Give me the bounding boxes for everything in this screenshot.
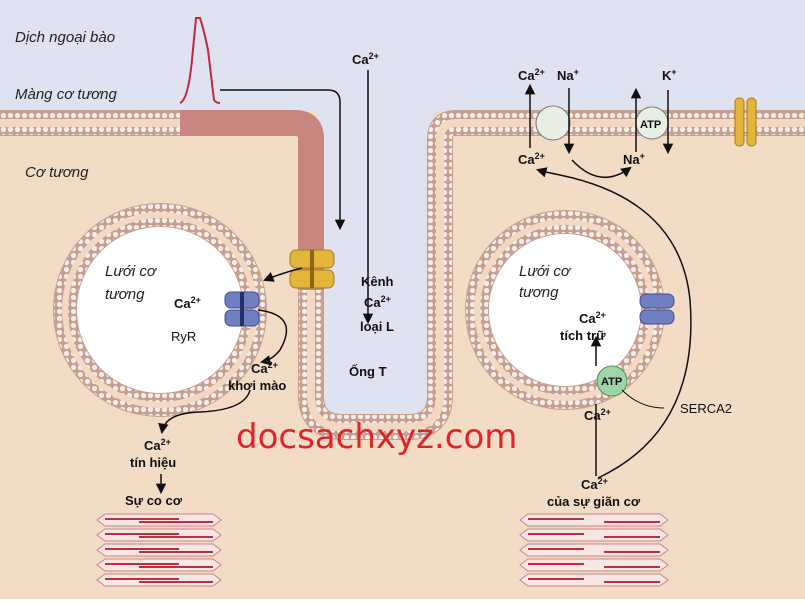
myofilaments-relaxed [519,513,669,587]
right-sr-title-2: tương [519,284,559,301]
ca-influx-label: Ca2+ [352,51,379,67]
na-ca-exchanger [535,105,571,141]
stored-label: tích trữ [560,328,606,343]
right-sarcoplasmic-reticulum [465,210,665,410]
action-potential-trace [179,17,221,104]
t-tubule-label: Ống T [349,364,387,379]
action-potential-arrow [220,89,346,231]
trigger-label: khơi mào [228,378,286,393]
channel-label-1: Kênh [361,274,394,289]
membrane-channel-right [734,97,757,147]
serca-label-line [621,389,665,409]
ryr-channel [224,291,260,327]
right-sr-title-1: Lưới cơ [519,263,572,280]
exchanger-na-in-label: Na+ [557,67,579,83]
extracellular-label: Dịch ngoại bào [15,29,115,46]
depolarized-membrane [180,110,324,290]
signal-ca-label: Ca2+ [144,437,171,453]
relaxation-ca-label: Ca2+ [581,476,608,492]
serca-atp-label: ATP [601,376,622,388]
signal-label: tín hiệu [130,455,176,470]
l-type-calcium-channel [289,249,335,289]
serca-ca-label: Ca2+ [584,407,611,423]
channel-label-2: Ca2+ [364,294,391,310]
relaxation-to-exchanger-arrow [535,167,692,479]
ryr-label: RyR [171,329,196,344]
na-recycle-arrow [571,159,632,179]
serca2-pump [596,365,628,397]
t-tubule-lumen [318,112,433,420]
exchanger-ca-out-label: Ca2+ [518,67,545,83]
relaxation-label: của sự giãn cơ [547,494,641,509]
exchanger-ca-cyto-label: Ca2+ [518,151,545,167]
channel-label-3: loại L [360,319,394,334]
pump-na-label: Na+ [623,151,645,167]
stored-ca-label: Ca2+ [579,310,606,326]
pump-atp-label: ATP [640,119,661,131]
myofilaments-contracted [96,513,222,587]
ryr-release-arrow [257,309,288,366]
serca2-label: SERCA2 [680,401,732,416]
trigger-to-signal-arrow [158,389,251,435]
right-sr-channel [639,293,675,325]
sarcolemma-label: Màng cơ tương [15,86,118,103]
contraction-label: Sự co cơ [125,493,183,508]
left-sr-title-2: tương [105,286,145,303]
cytoplasm-label: Cơ tương [25,164,89,181]
trigger-ca-label: Ca2+ [251,360,278,376]
left-sarcoplasmic-reticulum [53,203,267,417]
watermark: docsachxyz.com [236,417,517,457]
extracellular-region [0,0,805,112]
left-sr-title-1: Lưới cơ [105,263,158,280]
pump-k-label: K+ [662,67,677,83]
channel-to-ryr-arrow [263,267,303,282]
left-sr-ca: Ca2+ [174,295,201,311]
